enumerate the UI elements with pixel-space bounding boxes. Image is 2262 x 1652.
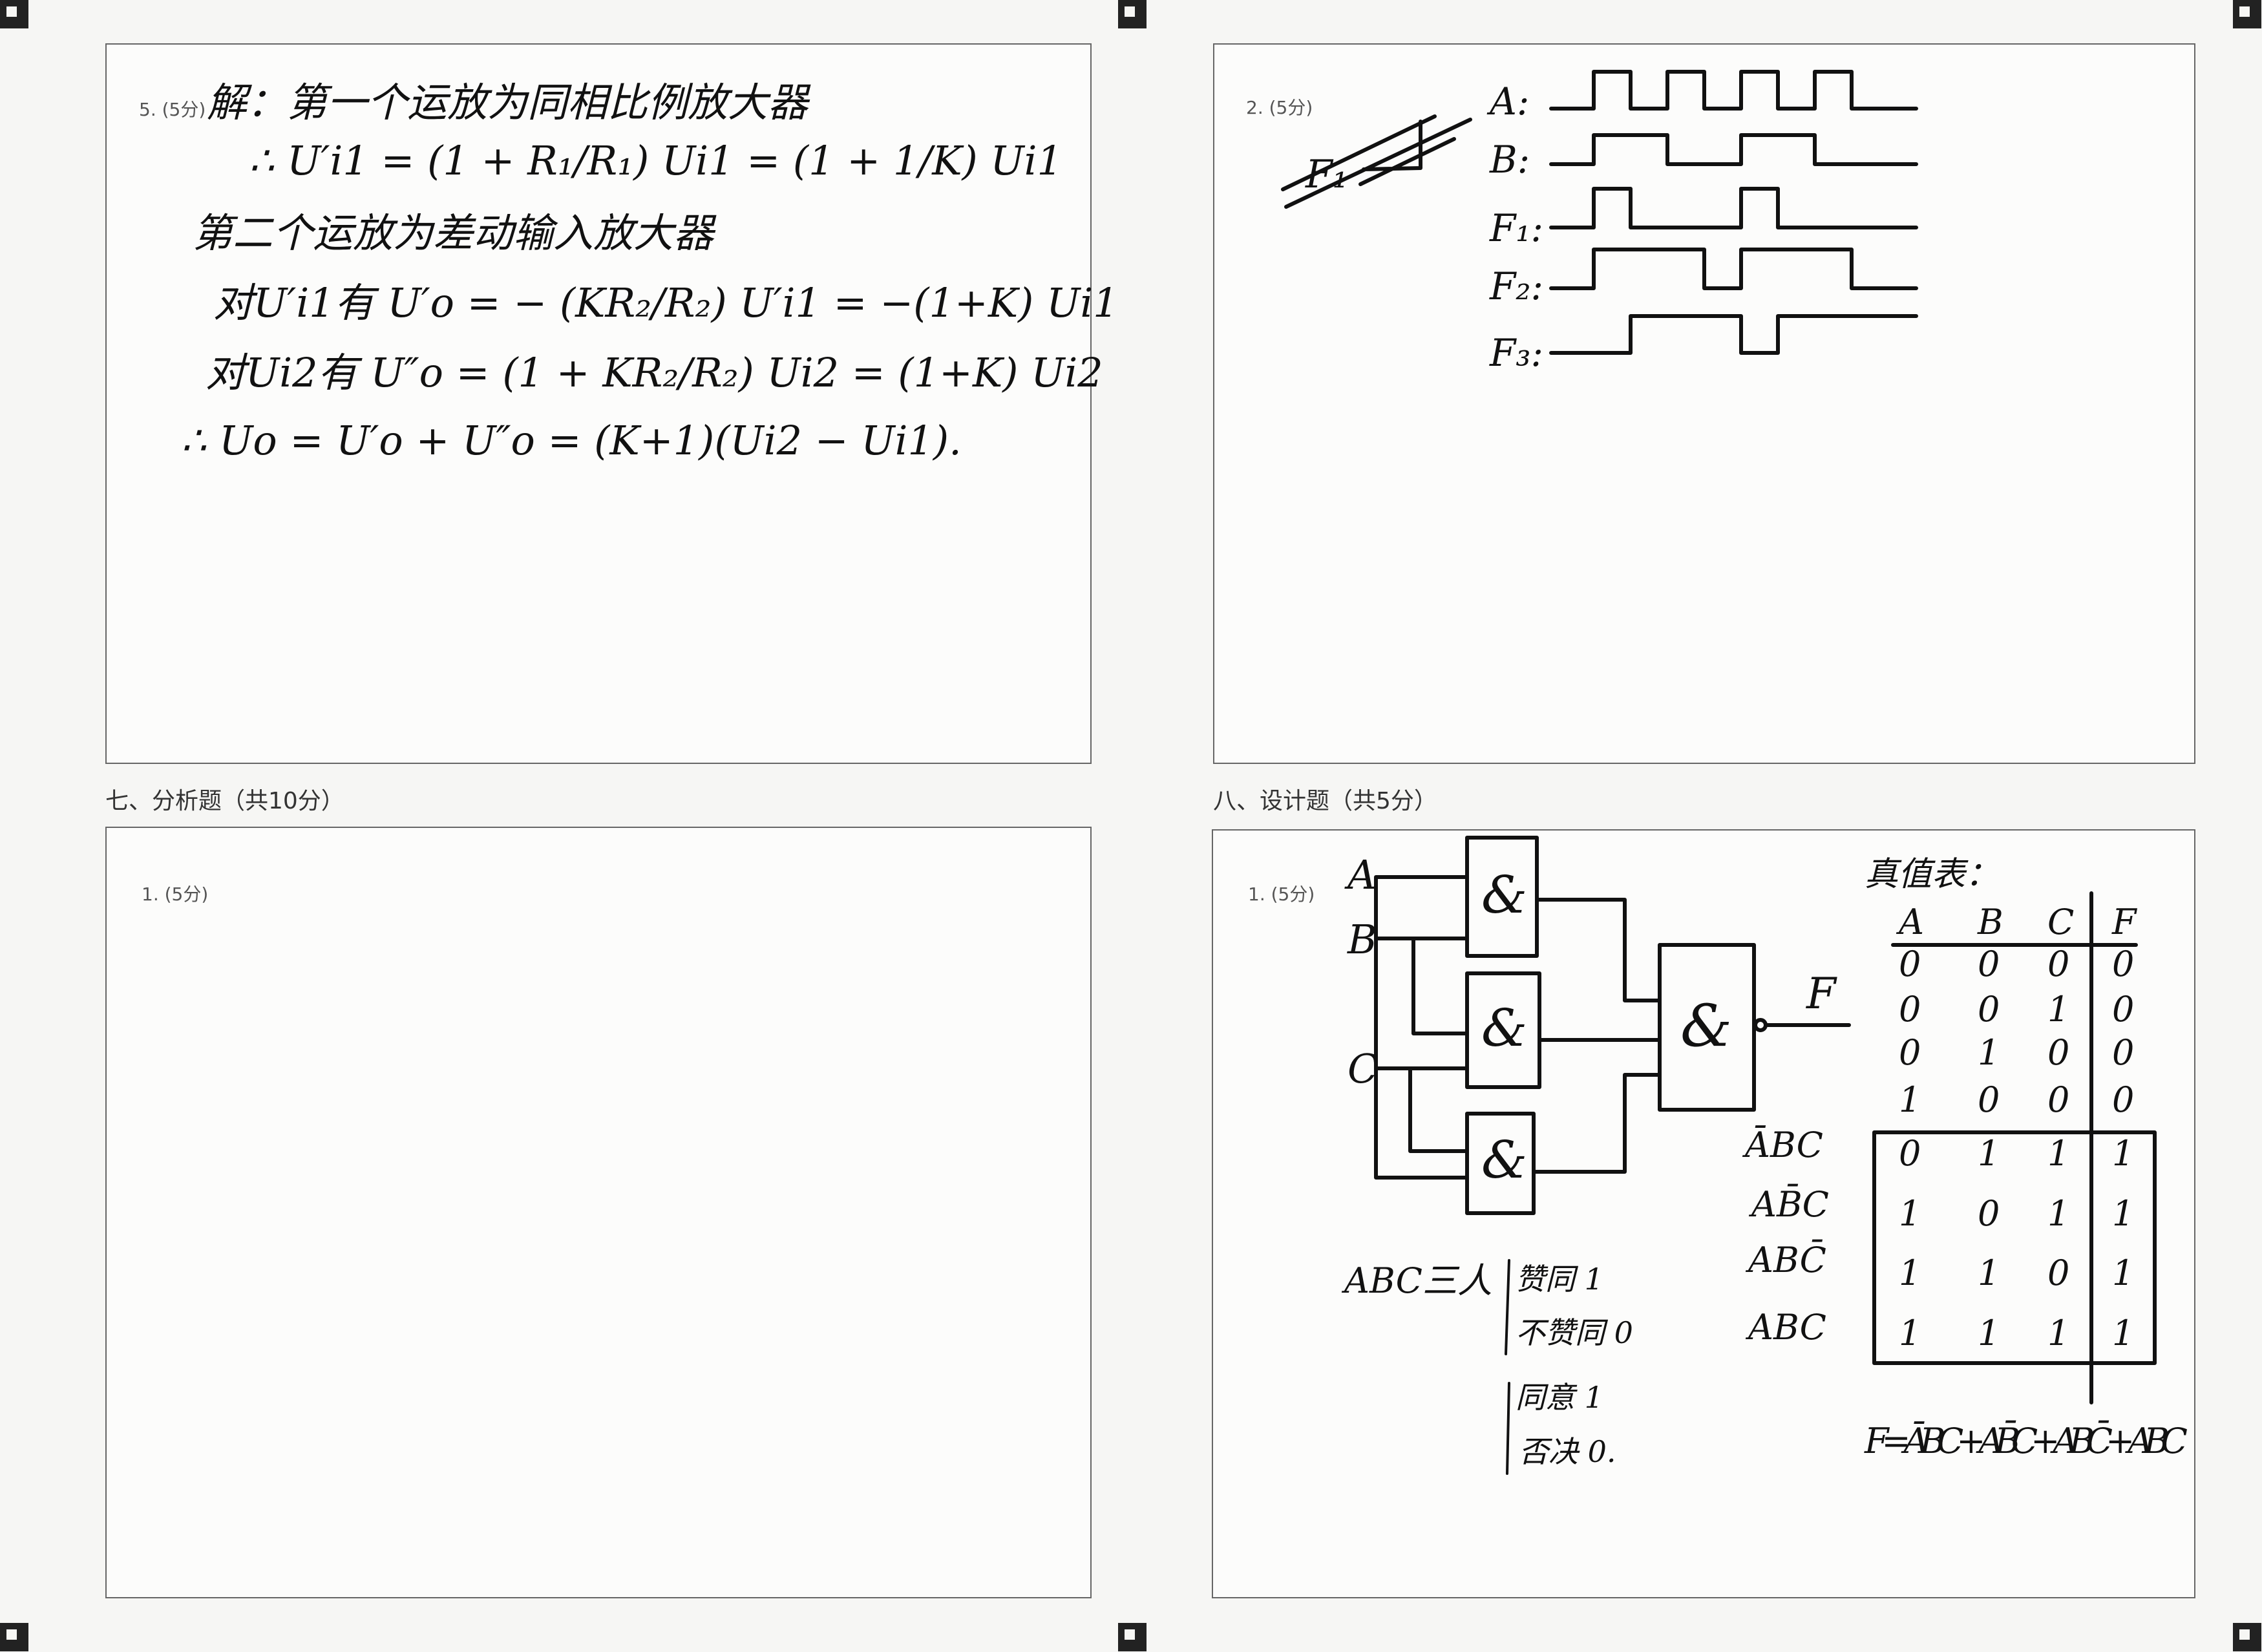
- gate-symbol: &: [1481, 998, 1527, 1058]
- table-cell: 1: [2047, 1313, 2069, 1353]
- table-cell: 0: [1978, 1079, 2000, 1120]
- registration-marker: [0, 0, 28, 28]
- table-cell: 0: [2112, 1079, 2134, 1120]
- table-cell: 1: [1978, 1133, 2000, 1174]
- minterm-label: AB̄C: [1748, 1183, 1829, 1225]
- table-header: F: [2111, 902, 2138, 942]
- brace: [1505, 1259, 1510, 1475]
- table-header: A: [1896, 902, 1924, 942]
- table-cell: 0: [2047, 1253, 2069, 1293]
- handwritten-equation: 对U′i1有 U′o = − (KR₂/R₂) U′i1 = −(1+K) Ui…: [213, 279, 1119, 326]
- output-label-f: F: [1806, 969, 1837, 1019]
- table-cell: 0: [1899, 1133, 1921, 1174]
- table-cell: 0: [1978, 1193, 2000, 1234]
- table-cell: 1: [2112, 1313, 2134, 1353]
- registration-marker: [2233, 1623, 2261, 1651]
- input-label-b: B: [1347, 916, 1377, 963]
- waveform-2: [1549, 187, 1918, 229]
- table-cell: 1: [2047, 1193, 2069, 1234]
- registration-marker: [0, 1623, 28, 1651]
- registration-marker: [1118, 0, 1147, 28]
- section-title-analysis: 七、分析题（共10分）: [105, 788, 344, 814]
- note-reject: 否决 0.: [1519, 1434, 1616, 1469]
- question-label: 2. (5分): [1246, 97, 1313, 118]
- note-agree: 赞同 1: [1516, 1262, 1603, 1297]
- waveform-4: [1549, 314, 1918, 355]
- table-cell: 1: [1899, 1313, 1921, 1353]
- question-label: 1. (5分): [1248, 884, 1315, 905]
- gate-symbol: &: [1481, 1130, 1527, 1190]
- table-cell: 1: [1899, 1079, 1921, 1120]
- waveform-label: F₁:: [1489, 206, 1543, 250]
- waveform-3: [1549, 248, 1918, 290]
- table-cell: 1: [2047, 989, 2069, 1030]
- table-header: B: [1977, 902, 2003, 942]
- table-cell: 0: [2047, 1079, 2069, 1120]
- table-cell: 1: [1978, 1313, 2000, 1353]
- question-label: 1. (5分): [142, 884, 209, 905]
- table-cell: 0: [1899, 989, 1921, 1030]
- crossed-out-scribble: F₁: [1281, 114, 1472, 209]
- waveform-label: F₃:: [1489, 331, 1543, 375]
- section-title-design: 八、设计题（共5分）: [1213, 788, 1437, 814]
- wire: [1374, 937, 1469, 1035]
- table-cell: 0: [2112, 1032, 2134, 1073]
- table-cell: 0: [1899, 1032, 1921, 1073]
- logic-expression: F = ĀBC + AB̄C + ABC̄ + ABC: [1864, 1420, 2188, 1461]
- waveform-1: [1549, 133, 1918, 166]
- table-rule: [1891, 891, 2138, 1404]
- handwritten-equation: ∴ U′i1 = (1 + R₁/R₁) Ui1 = (1 + 1/K) Ui1: [249, 137, 1062, 184]
- table-cell: 0: [2112, 989, 2134, 1030]
- handwritten-line: 第二个运放为差动输入放大器: [193, 209, 714, 257]
- registration-marker: [2233, 0, 2261, 28]
- answer-box-q7-1: [105, 827, 1092, 1598]
- and-gate-1: [1465, 836, 1539, 958]
- and-gate-2: [1465, 971, 1541, 1089]
- table-cell: 1: [1899, 1193, 1921, 1234]
- wire: [1374, 875, 1469, 1180]
- note-disagree: 不赞同 0: [1516, 1315, 1633, 1350]
- input-label-c: C: [1348, 1045, 1378, 1092]
- truth-table-title: 真值表：: [1865, 855, 1999, 894]
- handwritten-equation: ∴ Uo = U′o + U″o = (K+1)(Ui2 − Ui1).: [181, 417, 962, 464]
- table-cell: 1: [2112, 1253, 2134, 1293]
- table-cell: 1: [1978, 1253, 2000, 1293]
- wire: [1374, 1066, 1469, 1153]
- minterm-label: ABC: [1745, 1307, 1826, 1348]
- waveform-label: F₂:: [1489, 264, 1543, 308]
- table-cell: 0: [1978, 944, 2000, 984]
- handwritten-equation: 对Ui2有 U″o = (1 + KR₂/R₂) Ui2 = (1+K) Ui2: [206, 349, 1103, 396]
- answer-box-q6-5: [105, 43, 1092, 764]
- waveform-label: A:: [1486, 79, 1529, 123]
- table-cell: 1: [2047, 1133, 2069, 1174]
- table-cell: 1: [1978, 1032, 2000, 1073]
- table-cell: 1: [1899, 1253, 1921, 1293]
- highlight-box: [1872, 1130, 2157, 1365]
- table-cell: 0: [2112, 944, 2134, 984]
- gate-symbol: &: [1680, 992, 1732, 1060]
- wire: [1532, 1073, 1662, 1174]
- wire: [1535, 898, 1662, 1002]
- registration-marker: [1118, 1623, 1147, 1651]
- table-cell: 0: [2047, 944, 2069, 984]
- minterm-label: ABC̄: [1745, 1239, 1826, 1280]
- handwritten-line: 解：第一个运放为同相比例放大器: [207, 79, 809, 126]
- waveform-label: B:: [1489, 138, 1530, 182]
- table-cell: 0: [1978, 989, 2000, 1030]
- minterm-label: ĀBC: [1742, 1125, 1823, 1165]
- and-gate-3: [1465, 1112, 1536, 1215]
- table-header: C: [2047, 902, 2074, 942]
- table-cell: 1: [2112, 1133, 2134, 1174]
- note-subject: ABC三人: [1341, 1260, 1492, 1301]
- table-cell: 0: [1899, 944, 1921, 984]
- waveform-0: [1549, 70, 1918, 111]
- input-label-a: A: [1344, 851, 1377, 898]
- gate-symbol: &: [1481, 865, 1527, 925]
- note-pass: 同意 1: [1516, 1380, 1603, 1415]
- question-label: 5. (5分): [139, 99, 206, 120]
- table-cell: 1: [2112, 1193, 2134, 1234]
- table-cell: 0: [2047, 1032, 2069, 1073]
